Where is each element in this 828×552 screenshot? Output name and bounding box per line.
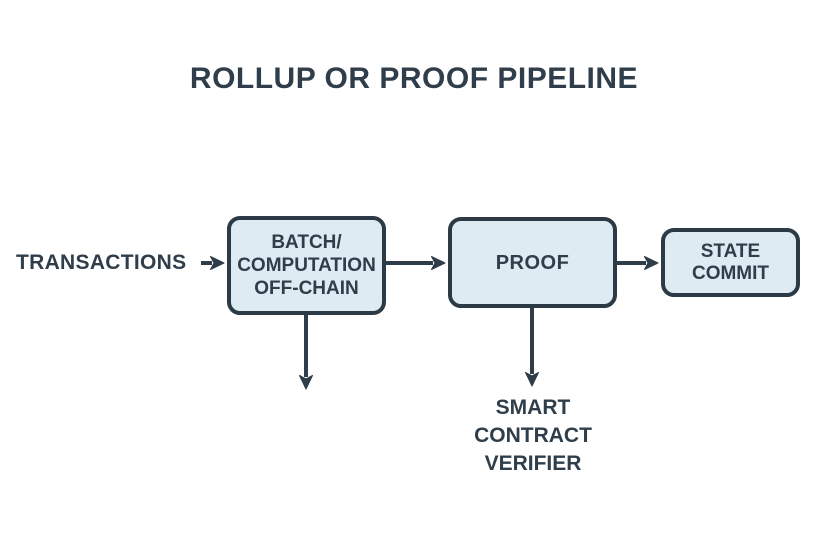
transactions-label: TRANSACTIONS (16, 251, 187, 274)
node-proof: PROOF (448, 217, 617, 308)
diagram-title: ROLLUP OR PROOF PIPELINE (189, 62, 639, 95)
node-batch-computation-off-chain: BATCH/ COMPUTATION OFF-CHAIN (227, 216, 386, 315)
node-state-commit: STATE COMMIT (661, 228, 800, 297)
smart-contract-verifier-label: SMART CONTRACT VERIFIER (474, 396, 592, 475)
